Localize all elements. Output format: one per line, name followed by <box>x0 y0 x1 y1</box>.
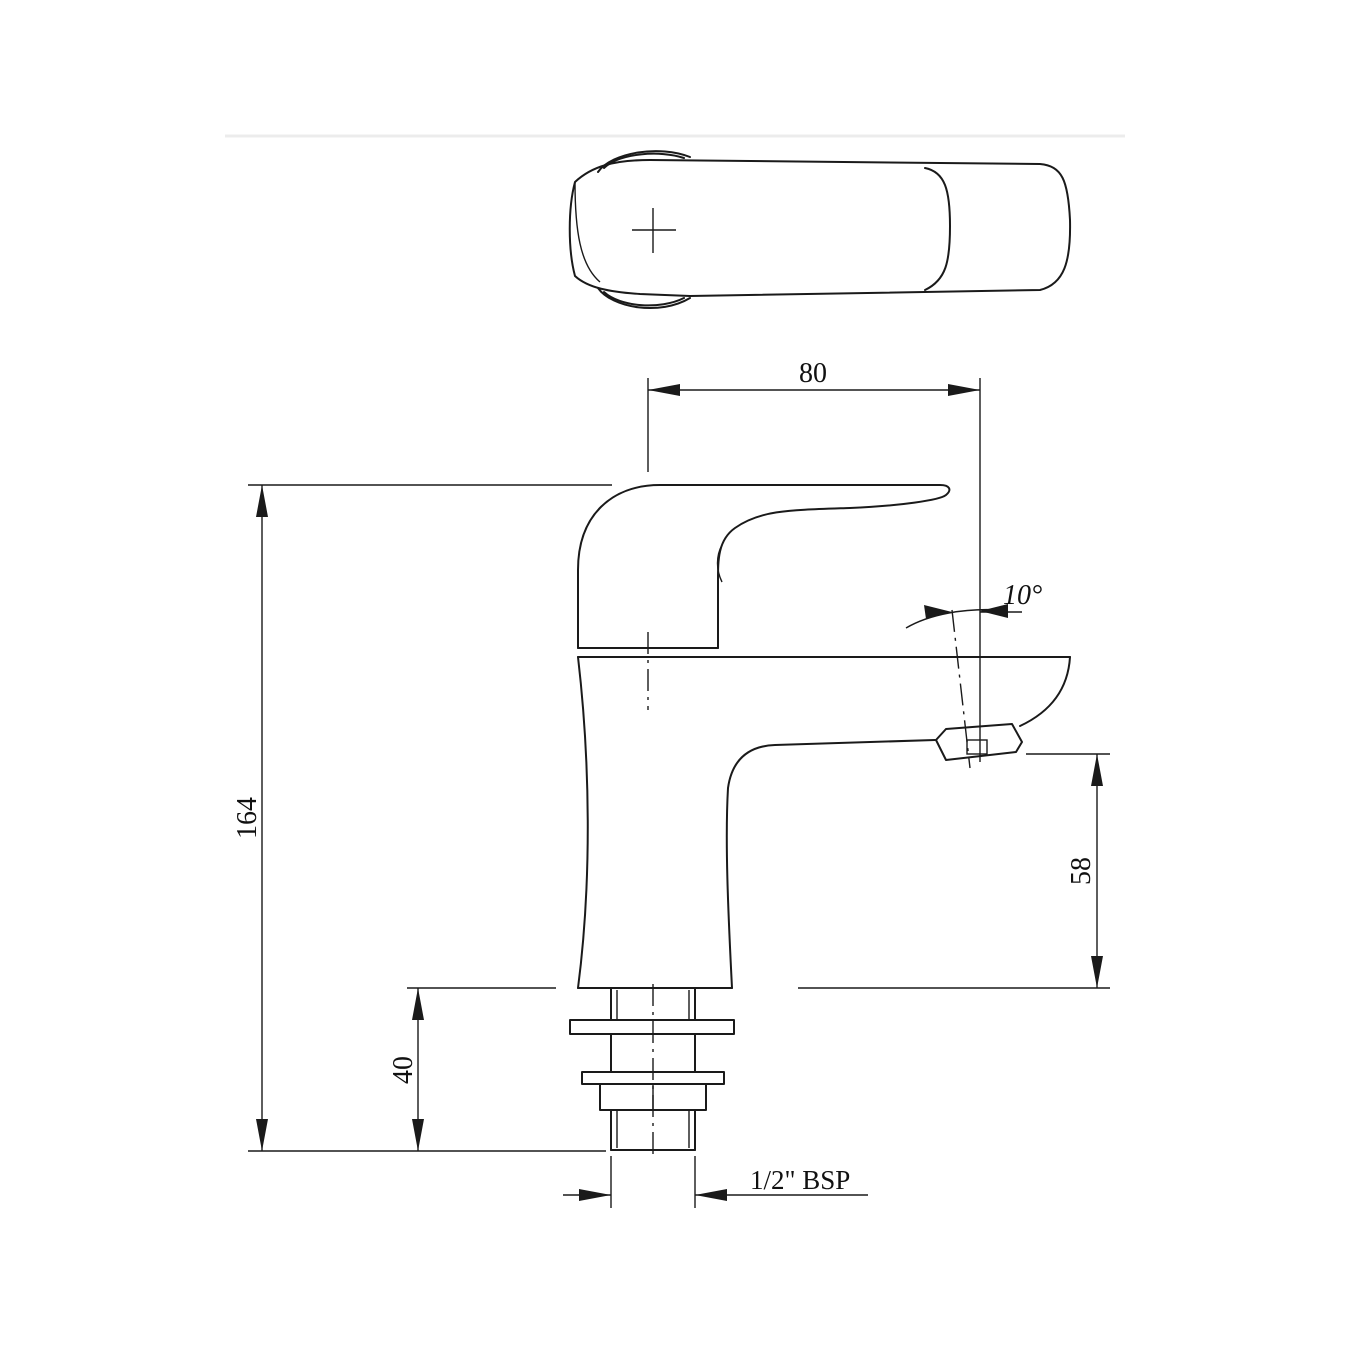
dim-40-arrow-top <box>412 988 424 1020</box>
dim-58-arrow-bottom <box>1091 956 1103 988</box>
shank-washer-top <box>569 1019 735 1035</box>
dim-80-arrow-left <box>648 384 680 396</box>
dim-40-label: 40 <box>388 1056 419 1084</box>
dim-bsp-arrow-right <box>695 1189 727 1201</box>
lever-handle-slot <box>716 544 723 583</box>
plan-view <box>568 150 1072 309</box>
spout-upper-curve <box>1019 656 1071 727</box>
dim-80-label: 80 <box>799 358 827 389</box>
dim-58-arrow-top <box>1091 754 1103 786</box>
body-right-side <box>725 739 936 989</box>
dim-angle-arrow-left <box>924 605 952 619</box>
dimension-lines: 80 164 58 40 10° 1/2" BSP <box>232 358 1110 1208</box>
plan-lever-outline <box>568 159 1072 297</box>
plan-lever-inner-left <box>574 181 601 283</box>
spout-aerator <box>935 723 1023 761</box>
body-left-side <box>577 656 589 989</box>
dim-80-arrow-right <box>948 384 980 396</box>
plan-flange-bottom <box>597 287 691 309</box>
dim-164-arrow-top <box>256 485 268 517</box>
dim-164-arrow-bottom <box>256 1119 268 1151</box>
plan-lever-inner-right <box>924 167 951 291</box>
dim-bsp-label: 1/2" BSP <box>750 1165 850 1195</box>
spout-axis-line <box>951 609 971 769</box>
lever-handle <box>577 484 951 649</box>
dim-40-arrow-bottom <box>412 1119 424 1151</box>
dim-58-label: 58 <box>1066 857 1097 885</box>
dim-bsp-arrow-left <box>579 1189 611 1201</box>
dim-angle-label: 10° <box>1003 580 1042 611</box>
elevation-view <box>569 484 1071 1155</box>
plan-flange-bottom-inner <box>603 291 685 307</box>
aerator-outlet <box>966 739 988 755</box>
dim-164-label: 164 <box>232 797 263 839</box>
dim-angle-arrow-right <box>980 604 1008 618</box>
